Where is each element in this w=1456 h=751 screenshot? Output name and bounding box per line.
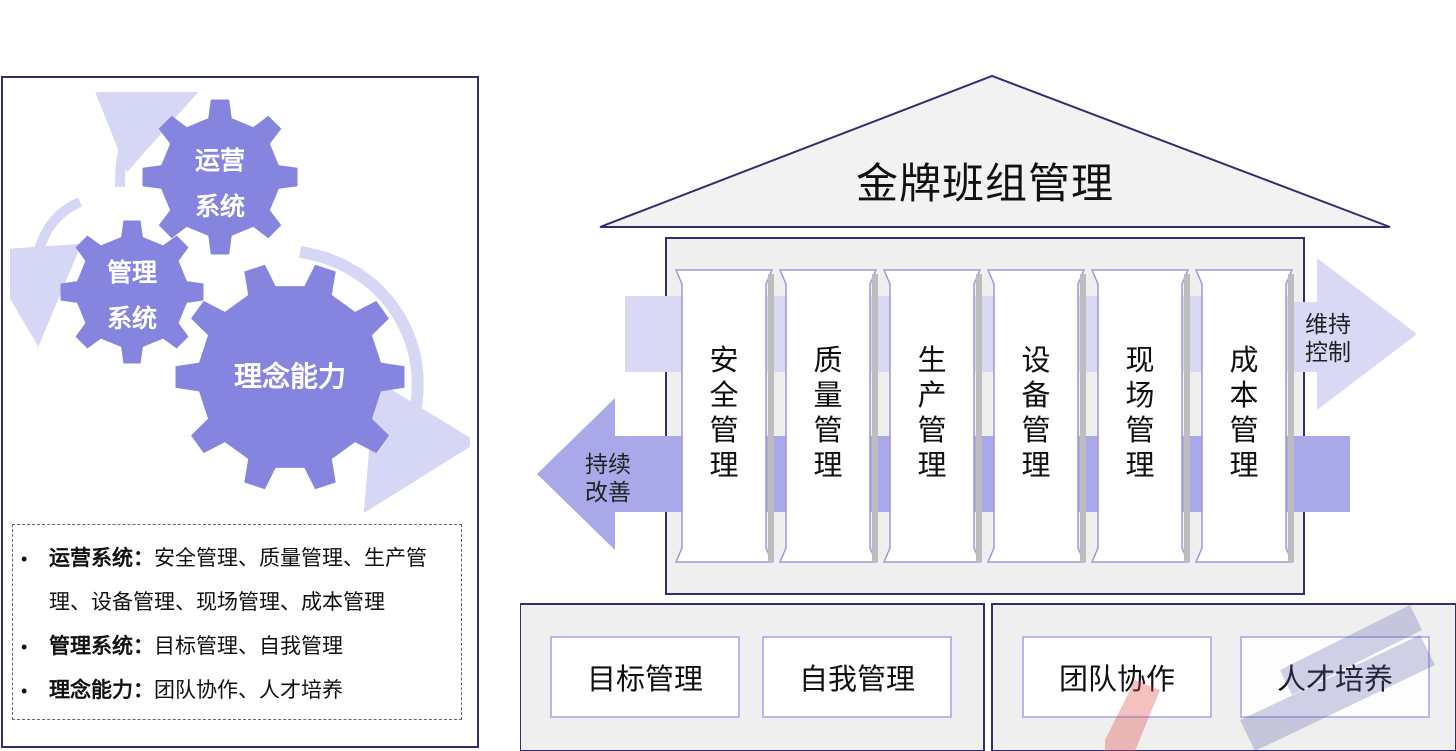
gear-label-management: 管理系统 — [106, 259, 157, 333]
legend-item-management: • 管理系统：目标管理、自我管理 — [21, 625, 447, 669]
pillar-safety: 安全管理 — [709, 345, 739, 482]
base-card-team: 团队协作 — [1022, 636, 1212, 718]
gears-diagram — [10, 92, 470, 512]
pillar-shadow-0 — [768, 274, 774, 562]
pillar-quality: 质量管理 — [813, 345, 843, 482]
gear-label-operation: 运营系统 — [194, 147, 245, 221]
legend-item-operation: • 运营系统：安全管理、质量管理、生产管理、设备管理、现场管理、成本管理 — [21, 537, 447, 625]
base-card-goal: 目标管理 — [550, 636, 740, 718]
pillar-shadow-5 — [1288, 274, 1294, 562]
pillar-site: 现场管理 — [1125, 345, 1155, 482]
base-card-talent: 人才培养 — [1240, 636, 1430, 718]
bullet-icon: • — [21, 549, 28, 569]
cycle-arrow-left — [10, 197, 83, 347]
house-diagram — [520, 74, 1456, 751]
legend-box: • 运营系统：安全管理、质量管理、生产管理、设备管理、现场管理、成本管理 • 管… — [12, 524, 462, 720]
bullet-icon: • — [21, 637, 28, 657]
arrow-label-maintain: 维持控制 — [1305, 311, 1351, 365]
legend-item-concept: • 理念能力：团队协作、人才培养 — [21, 669, 447, 713]
watermark-logo — [1105, 605, 1435, 751]
base-card-self: 自我管理 — [762, 636, 952, 718]
gear-management — [60, 220, 204, 364]
arrow-label-improve: 持续改善 — [585, 451, 631, 505]
pillar-shadow-1 — [872, 274, 878, 562]
pillar-shadow-2 — [976, 274, 982, 562]
pillar-shadow-4 — [1184, 274, 1190, 562]
pillar-equipment: 设备管理 — [1021, 345, 1051, 482]
cycle-arrow-right — [299, 246, 470, 512]
cycle-arrow-top — [89, 92, 202, 188]
gear-label-concept: 理念能力 — [233, 361, 346, 392]
gear-concept — [175, 264, 405, 490]
roof-title: 金牌班组管理 — [855, 160, 1114, 207]
pillar-cost: 成本管理 — [1229, 345, 1259, 482]
bullet-icon: • — [21, 681, 28, 701]
gear-operation — [142, 99, 298, 255]
roof — [599, 74, 1391, 228]
pillar-shadow-3 — [1080, 274, 1086, 562]
pillar-production: 生产管理 — [917, 345, 947, 482]
